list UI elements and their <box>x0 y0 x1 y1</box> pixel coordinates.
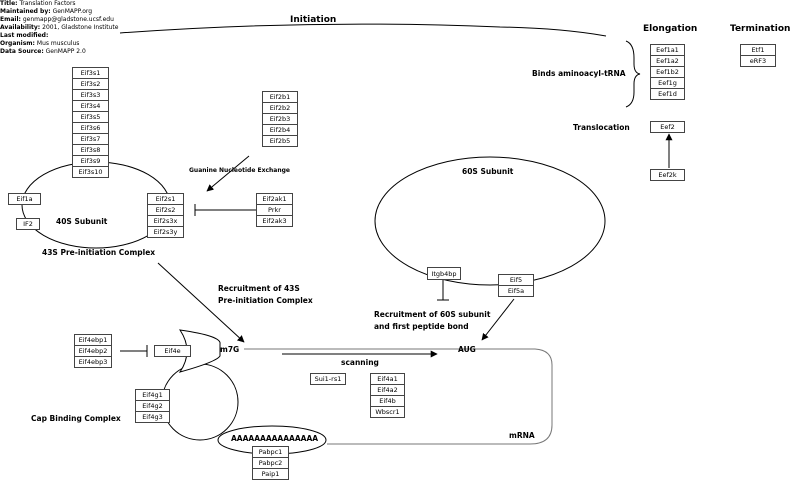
eif5-gene-stack: Eif5 Eif5a <box>498 274 534 297</box>
gene-box[interactable]: Paip1 <box>252 468 289 480</box>
label-aug: AUG <box>458 345 476 354</box>
header-elongation: Elongation <box>643 24 698 34</box>
gene-box[interactable]: Eif5a <box>498 285 534 297</box>
gene-box-eef2[interactable]: Eef2 <box>650 121 685 133</box>
eif4a-gene-stack: Eif4a1 Eif4a2 Eif4b Wbscr1 <box>370 373 405 418</box>
label-recruitment-43s-line2: Pre-initiation Complex <box>218 296 313 305</box>
label-recruitment-43s-line1: Recruitment of 43S <box>218 284 300 293</box>
header-termination: Termination <box>730 24 791 34</box>
meta-organism: Organism: Mus musculus <box>0 40 80 47</box>
meta-maintainer: Maintained by: GenMAPP.org <box>0 8 93 15</box>
label-mrna: mRNA <box>509 431 535 440</box>
gene-box[interactable]: Eif2b5 <box>262 135 298 147</box>
label-cap-binding-complex: Cap Binding Complex <box>31 414 121 423</box>
mrna-strand <box>244 348 553 445</box>
elongation-brace <box>625 40 641 108</box>
gene-box[interactable]: Eif3s10 <box>72 166 109 178</box>
gene-box[interactable]: Eif2s3y <box>147 226 184 238</box>
gene-box[interactable]: eRF3 <box>740 55 776 67</box>
pre-initiation-recruitment-arrow <box>157 262 245 343</box>
pabpc-gene-stack: Pabpc1 Pabpc2 Paip1 <box>252 446 289 480</box>
gene-box[interactable]: Eif4b <box>370 395 405 407</box>
label-guanine-exchange: Guanine Nucleotide Exchange <box>189 167 290 174</box>
gene-box-eif1a[interactable]: Eif1a <box>8 193 41 205</box>
subunit-60s-recruitment-arrow <box>481 298 515 341</box>
label-scanning: scanning <box>341 358 379 367</box>
meta-data-source: Data Source: GenMAPP 2.0 <box>0 48 86 55</box>
meta-availability: Availability: 2001, Gladstone Institute <box>0 24 119 31</box>
gene-box-eif4e[interactable]: Eif4e <box>154 345 191 357</box>
eif3-gene-stack: Eif3s1 Eif3s2 Eif3s3 Eif3s4 Eif3s5 Eif3s… <box>72 67 109 178</box>
label-40s-subunit: 40S Subunit <box>56 217 108 226</box>
label-60s-subunit: 60S Subunit <box>462 167 514 176</box>
cap-binding-outline <box>161 363 239 441</box>
meta-email: Email: genmapp@gladstone.ucsf.edu <box>0 16 114 23</box>
label-recruitment-60s-line2: and first peptide bond <box>374 322 469 331</box>
eif4g-gene-stack: Eif4g1 Eif4g2 Eif4g3 <box>135 389 170 423</box>
header-initiation: Initiation <box>290 15 337 25</box>
gene-box-sui1-rs1[interactable]: Sui1-rs1 <box>310 373 346 385</box>
label-recruitment-60s-line1: Recruitment of 60S subunit <box>374 310 491 319</box>
gene-box[interactable]: Eef1d <box>650 88 685 100</box>
eif2s-gene-stack: Eif2s1 Eif2s2 Eif2s3x Eif2s3y <box>147 193 184 238</box>
label-m7g: m7G <box>220 345 240 354</box>
termination-gene-stack: Etf1 eRF3 <box>740 44 776 67</box>
eif2ak-gene-stack: Eif2ak1 Prkr Eif2ak3 <box>256 193 293 227</box>
gene-box[interactable]: Eif4ebp3 <box>74 356 112 368</box>
initiation-bracket <box>119 23 607 37</box>
meta-title: Title: Translation Factors <box>0 0 76 7</box>
label-translocation: Translocation <box>573 123 630 132</box>
gene-box[interactable]: Wbscr1 <box>370 406 405 418</box>
eif4ebp-gene-stack: Eif4ebp1 Eif4ebp2 Eif4ebp3 <box>74 334 112 368</box>
eif2b-gene-stack: Eif2b1 Eif2b2 Eif2b3 Eif2b4 Eif2b5 <box>262 91 298 147</box>
label-43s-pre-initiation: 43S Pre-initiation Complex <box>42 248 156 257</box>
label-polya-tail: AAAAAAAAAAAAAAA <box>231 434 319 443</box>
gene-box[interactable]: Eif2ak3 <box>256 215 293 227</box>
meta-last-modified: Last modified: <box>0 32 49 39</box>
gene-box-eef2k[interactable]: Eef2k <box>650 169 685 181</box>
gene-box-itgb4bp[interactable]: Itgb4bp <box>427 267 461 280</box>
ribosome-60s-outline <box>374 156 606 286</box>
eif2b-to-eif2s-arrow <box>206 155 250 192</box>
gene-box-if2[interactable]: IF2 <box>16 218 40 230</box>
eef1-gene-stack: Eef1a1 Eef1a2 Eef1b2 Eef1g Eef1d <box>650 44 685 100</box>
gene-box[interactable]: Eif4g3 <box>135 411 170 423</box>
label-binds-aminoacyl-trna: Binds aminoacyl-tRNA <box>532 69 626 78</box>
